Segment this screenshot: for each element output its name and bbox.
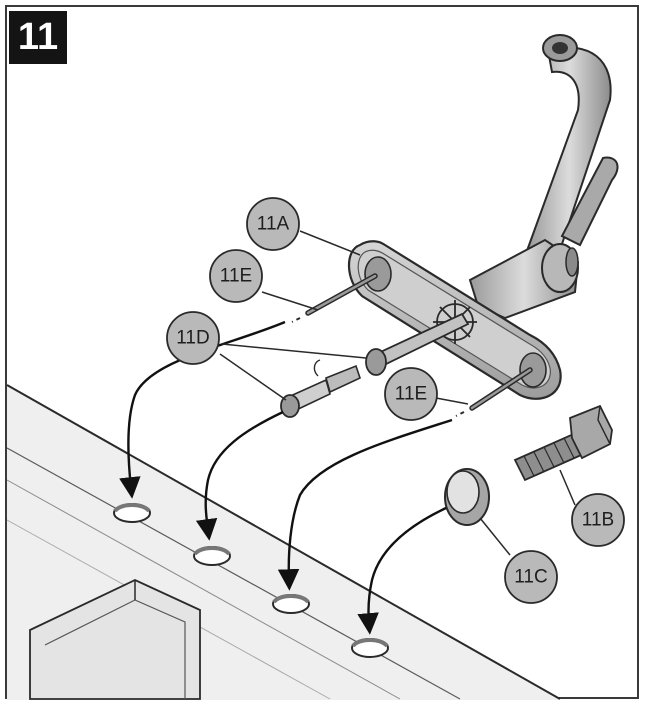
deck-hole [272,593,310,614]
callout-label: 11A [257,214,290,235]
callout-11e-lower: 11E [384,367,438,421]
callout-label: 11E [220,266,252,287]
callout-11a: 11A [246,197,300,251]
deck-hole [113,502,151,523]
bolt-lower [469,367,533,411]
faucet-body [468,34,619,320]
callout-11b: 11B [571,493,625,547]
callout-leaders [219,230,576,556]
deck-hole [193,545,231,566]
callout-11d: 11D [166,311,220,365]
washer [444,468,490,526]
callout-label: 11D [176,328,209,349]
callout-11e-upper: 11E [209,249,263,303]
callout-label: 11E [395,384,427,405]
alignment-lines [291,317,465,417]
deck-hole [351,637,389,658]
step-number: 11 [9,11,67,64]
callout-11c: 11C [504,550,558,604]
mounting-bolt [513,404,613,482]
sink-deck [6,384,561,700]
callout-label: 11C [514,567,547,588]
mounting-holes [113,502,389,658]
callout-label: 11B [582,510,614,531]
bolt-upper [305,273,378,316]
installation-arrows [119,320,453,635]
supply-tube-assembly [280,312,470,418]
